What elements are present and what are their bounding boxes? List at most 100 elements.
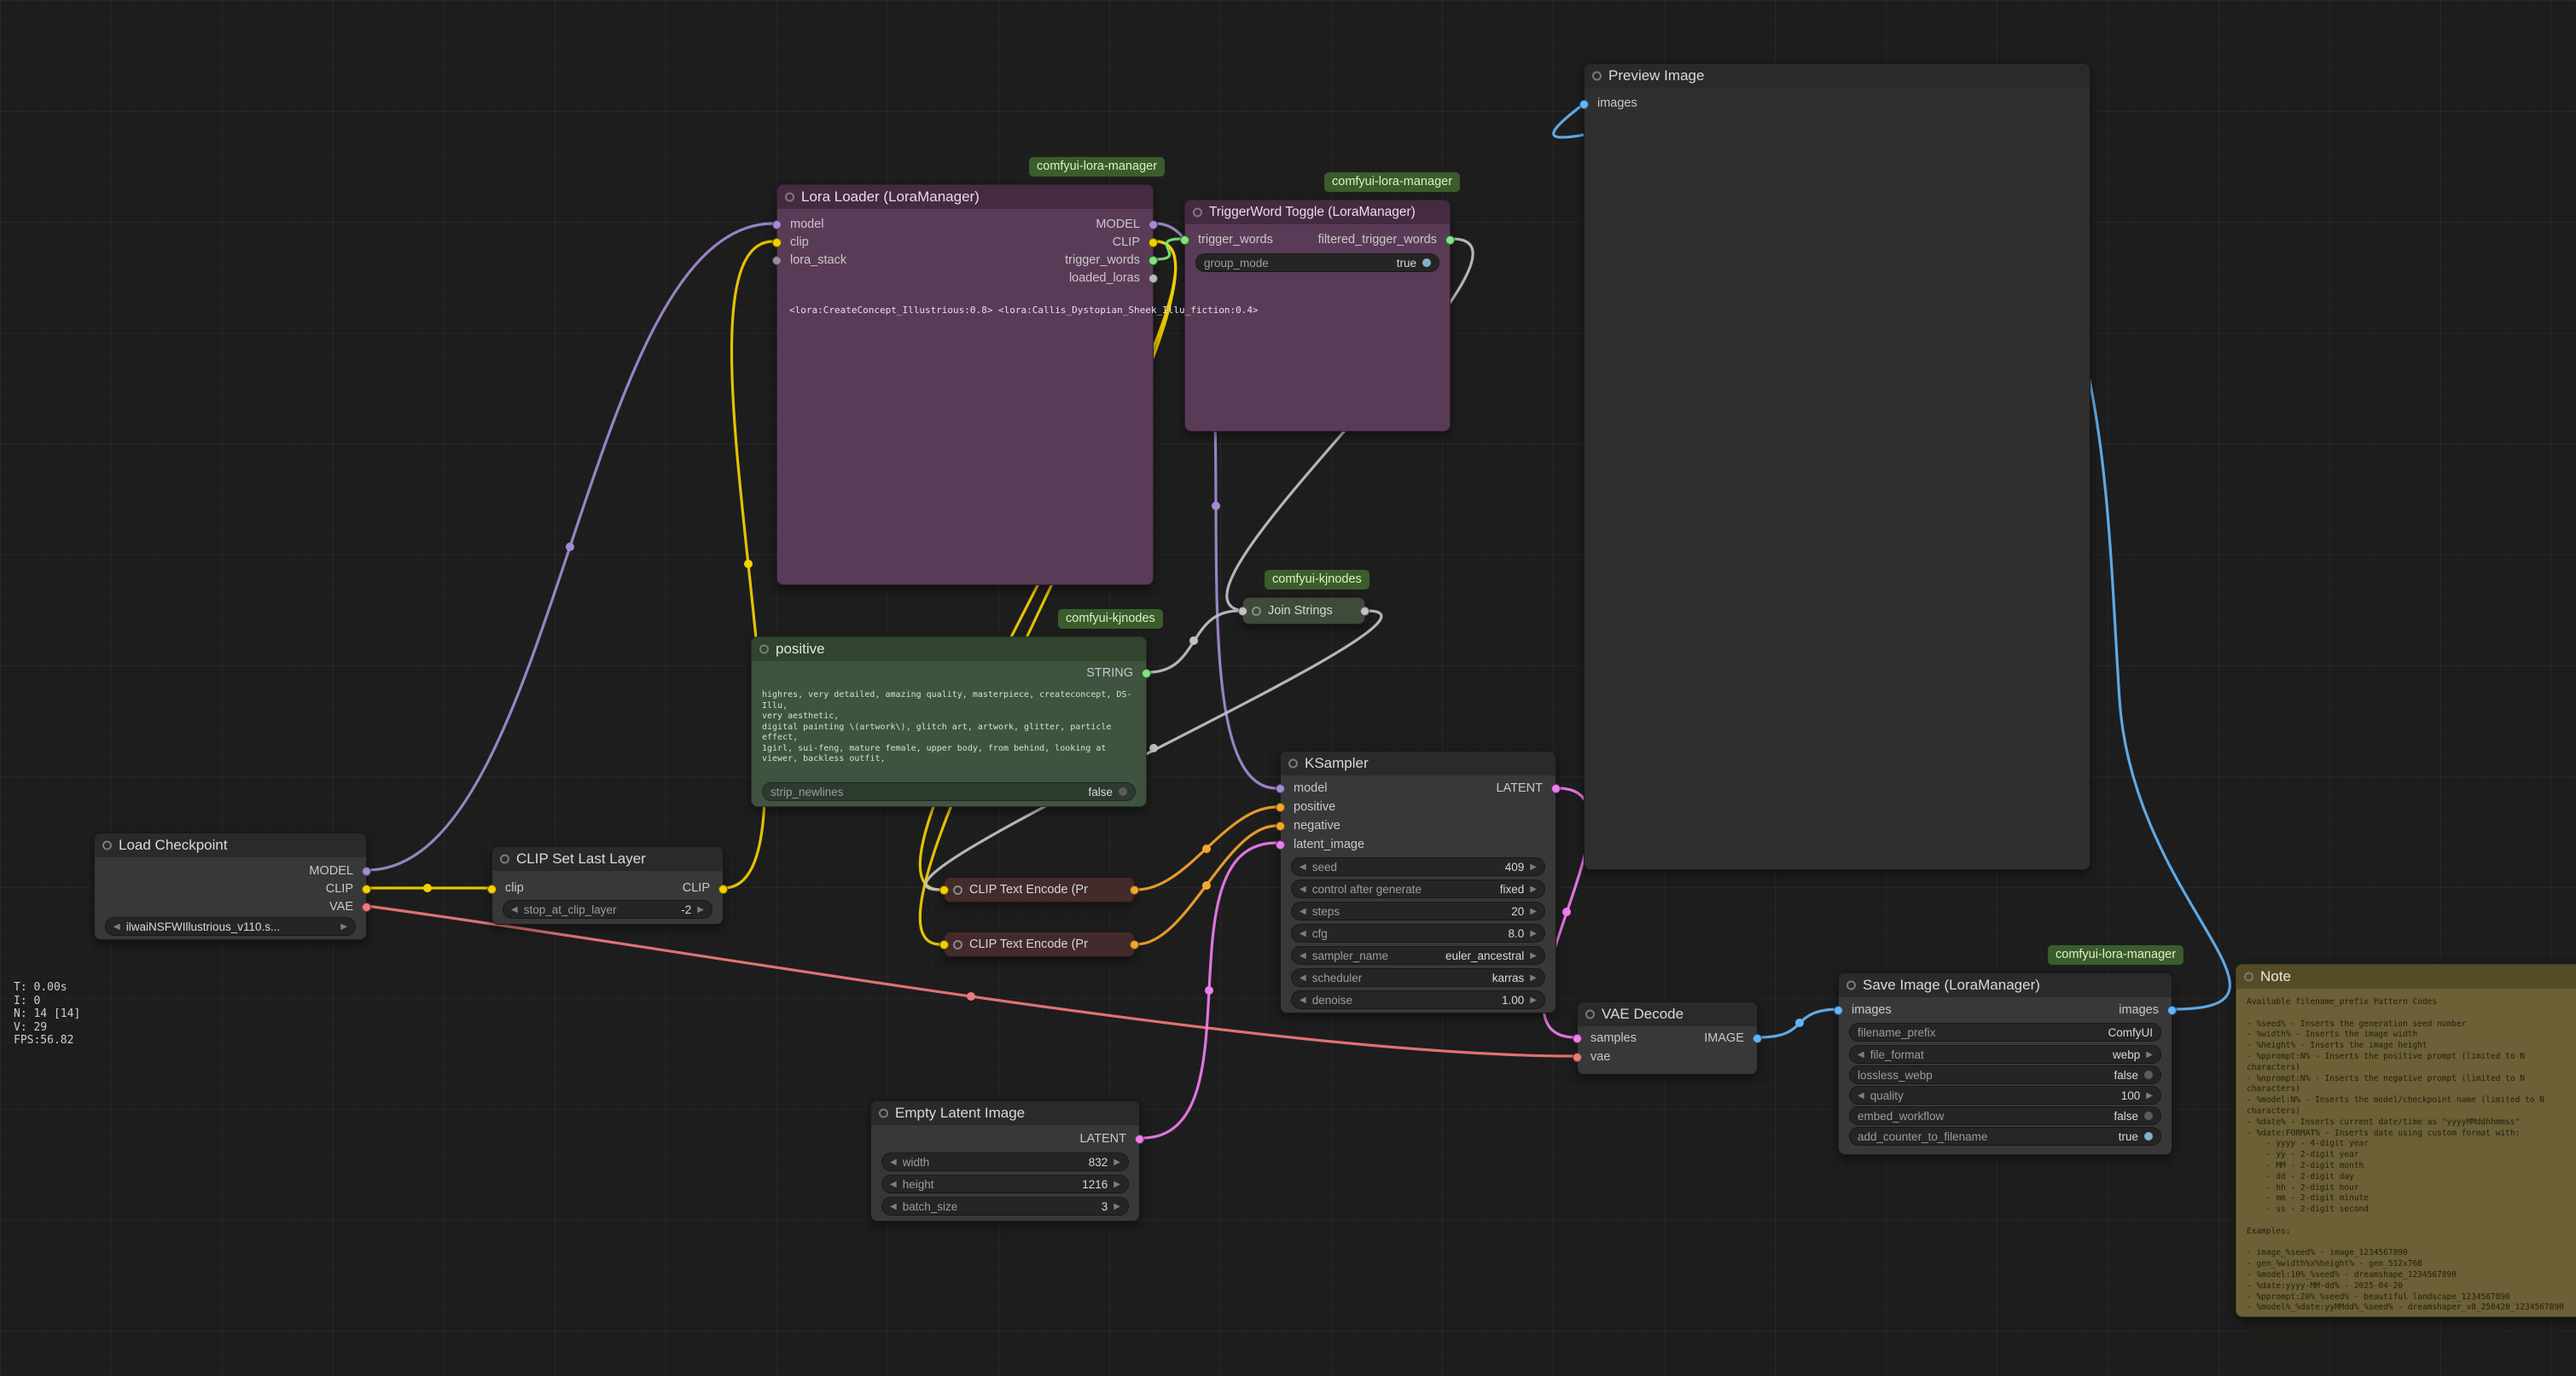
increment-arrow-icon[interactable]: ▶ (1530, 995, 1537, 1005)
increment-arrow-icon[interactable]: ▶ (1530, 906, 1537, 916)
node-save-image[interactable]: Save Image (LoraManager) images images f… (1834, 972, 2177, 1155)
node-title-bar[interactable]: Lora Loader (LoraManager) (777, 185, 1153, 209)
trigger-words-input-port[interactable] (1180, 235, 1189, 245)
decrement-arrow-icon[interactable]: ◀ (1300, 928, 1306, 938)
loaded-loras-output-port[interactable] (1148, 274, 1158, 283)
node-clip-set-last-layer[interactable]: CLIP Set Last Layer clip CLIP ◀ stop_at_… (487, 846, 728, 925)
node-title-bar[interactable]: Empty Latent Image (871, 1101, 1139, 1125)
increment-arrow-icon[interactable]: ▶ (2146, 1090, 2153, 1100)
node-clip-text-encode-positive[interactable]: CLIP Text Encode (Pr (939, 877, 1139, 903)
batch-size-widget[interactable]: ◀ batch_size 3 ▶ (881, 1197, 1129, 1216)
decrement-arrow-icon[interactable]: ◀ (1858, 1090, 1864, 1100)
images-output-port[interactable] (2167, 1006, 2177, 1015)
clip-output-port[interactable] (1148, 238, 1158, 247)
collapse-icon[interactable] (1585, 1009, 1595, 1019)
clip-output-port[interactable] (718, 885, 728, 894)
lora-syntax-text[interactable]: <lora:CreateConcept_Illustrious:0.8> <lo… (789, 305, 1259, 316)
node-title-bar[interactable]: positive (752, 637, 1146, 661)
stop-at-clip-layer-widget[interactable]: ◀ stop_at_clip_layer -2 ▶ (503, 900, 712, 919)
node-title-bar[interactable]: TriggerWord Toggle (LoraManager) (1185, 200, 1450, 224)
samples-input-port[interactable] (1573, 1034, 1582, 1043)
model-input-port[interactable] (772, 220, 782, 229)
next-arrow-icon[interactable]: ▶ (1530, 972, 1537, 983)
group-mode-toggle[interactable]: group_mode true (1195, 253, 1439, 272)
image-output-port[interactable] (1753, 1034, 1762, 1043)
next-arrow-icon[interactable]: ▶ (340, 921, 347, 932)
prev-arrow-icon[interactable]: ◀ (1858, 1049, 1864, 1060)
decrement-arrow-icon[interactable]: ◀ (1300, 906, 1306, 916)
increment-arrow-icon[interactable]: ▶ (1114, 1201, 1120, 1211)
clip-input-port[interactable] (772, 238, 782, 247)
next-arrow-icon[interactable]: ▶ (1530, 884, 1537, 894)
decrement-arrow-icon[interactable]: ◀ (1300, 862, 1306, 872)
node-title-bar[interactable]: VAE Decode (1578, 1002, 1757, 1026)
seed-widget[interactable]: ◀ seed 409 ▶ (1291, 857, 1545, 876)
latent-image-input-port[interactable] (1276, 840, 1285, 850)
next-arrow-icon[interactable]: ▶ (1530, 950, 1537, 961)
node-load-checkpoint[interactable]: Load Checkpoint MODEL CLIP VAE ◀ ilwaiNS… (94, 833, 371, 940)
increment-arrow-icon[interactable]: ▶ (1530, 862, 1537, 872)
file-format-widget[interactable]: ◀ file_format webp ▶ (1849, 1045, 2161, 1064)
negative-input-port[interactable] (1276, 822, 1285, 831)
next-arrow-icon[interactable]: ▶ (2146, 1049, 2153, 1060)
node-note[interactable]: Note Available filename_prefix Pattern C… (2236, 964, 2576, 1345)
vae-input-port[interactable] (1573, 1053, 1582, 1062)
decrement-arrow-icon[interactable]: ◀ (511, 904, 518, 914)
node-title-bar[interactable]: CLIP Set Last Layer (492, 847, 723, 871)
node-clip-text-encode-negative[interactable]: CLIP Text Encode (Pr (939, 932, 1139, 957)
collapse-icon[interactable] (1193, 207, 1202, 218)
collapse-icon[interactable] (953, 885, 962, 895)
strings-input-port[interactable] (1238, 607, 1247, 616)
node-join-strings[interactable]: Join Strings (1238, 597, 1369, 624)
ckpt-name-widget[interactable]: ◀ ilwaiNSFWIllustrious_v110.s... ▶ (105, 917, 356, 936)
toggle-dot[interactable] (1422, 258, 1431, 267)
increment-arrow-icon[interactable]: ▶ (697, 904, 704, 914)
prev-arrow-icon[interactable]: ◀ (113, 921, 120, 932)
conditioning-output-port[interactable] (1130, 940, 1139, 949)
increment-arrow-icon[interactable]: ▶ (1530, 928, 1537, 938)
decrement-arrow-icon[interactable]: ◀ (890, 1201, 897, 1211)
node-preview-image[interactable]: Preview Image images (1579, 63, 2090, 870)
control-after-generate-widget[interactable]: ◀ control after generate fixed ▶ (1291, 880, 1545, 898)
scheduler-widget[interactable]: ◀ scheduler karras ▶ (1291, 968, 1545, 987)
collapse-icon[interactable] (759, 644, 769, 654)
cfg-widget[interactable]: ◀ cfg 8.0 ▶ (1291, 924, 1545, 943)
collapse-icon[interactable] (500, 854, 509, 864)
model-input-port[interactable] (1276, 784, 1285, 793)
prev-arrow-icon[interactable]: ◀ (1300, 972, 1306, 983)
collapse-icon[interactable] (2244, 972, 2253, 982)
collapse-icon[interactable] (785, 192, 794, 202)
decrement-arrow-icon[interactable]: ◀ (890, 1157, 897, 1167)
positive-input-port[interactable] (1276, 803, 1285, 812)
node-title-bar[interactable]: Load Checkpoint (95, 833, 366, 857)
images-input-port[interactable] (1579, 100, 1589, 109)
node-ksampler[interactable]: KSampler model positive negative latent_… (1276, 751, 1561, 1013)
lossless-webp-toggle[interactable]: lossless_webp false (1849, 1065, 2161, 1084)
lora-stack-input-port[interactable] (772, 256, 782, 265)
sampler-name-widget[interactable]: ◀ sampler_name euler_ancestral ▶ (1291, 946, 1545, 965)
collapse-icon[interactable] (1288, 758, 1298, 769)
steps-widget[interactable]: ◀ steps 20 ▶ (1291, 902, 1545, 920)
collapse-icon[interactable] (879, 1108, 888, 1118)
decrement-arrow-icon[interactable]: ◀ (890, 1179, 897, 1189)
node-lora-loader[interactable]: Lora Loader (LoraManager) model clip lor… (772, 184, 1259, 585)
node-positive-prompt[interactable]: positive STRING highres, very detailed, … (751, 636, 1151, 807)
model-output-port[interactable] (362, 867, 371, 876)
node-triggerword-toggle[interactable]: TriggerWord Toggle (LoraManager) trigger… (1180, 200, 1455, 432)
decrement-arrow-icon[interactable]: ◀ (1300, 995, 1306, 1005)
string-output-port[interactable] (1360, 607, 1369, 616)
note-text[interactable]: Available filename_prefix Pattern Codes … (2247, 997, 2564, 1345)
prompt-textarea[interactable]: highres, very detailed, amazing quality,… (762, 690, 1132, 763)
clip-input-port[interactable] (487, 885, 497, 894)
prev-arrow-icon[interactable]: ◀ (1300, 884, 1306, 894)
node-title-bar[interactable]: Preview Image (1585, 64, 2090, 88)
latent-output-port[interactable] (1551, 784, 1561, 793)
quality-widget[interactable]: ◀ quality 100 ▶ (1849, 1086, 2161, 1105)
increment-arrow-icon[interactable]: ▶ (1114, 1179, 1120, 1189)
filename-prefix-widget[interactable]: filename_prefix ComfyUI (1849, 1023, 2161, 1042)
toggle-dot[interactable] (2144, 1132, 2153, 1141)
add-counter-to-filename-toggle[interactable]: add_counter_to_filename true (1849, 1127, 2161, 1146)
node-empty-latent-image[interactable]: Empty Latent Image LATENT ◀ width 832 ▶ … (870, 1100, 1144, 1222)
width-widget[interactable]: ◀ width 832 ▶ (881, 1152, 1129, 1171)
vae-output-port[interactable] (362, 903, 371, 912)
